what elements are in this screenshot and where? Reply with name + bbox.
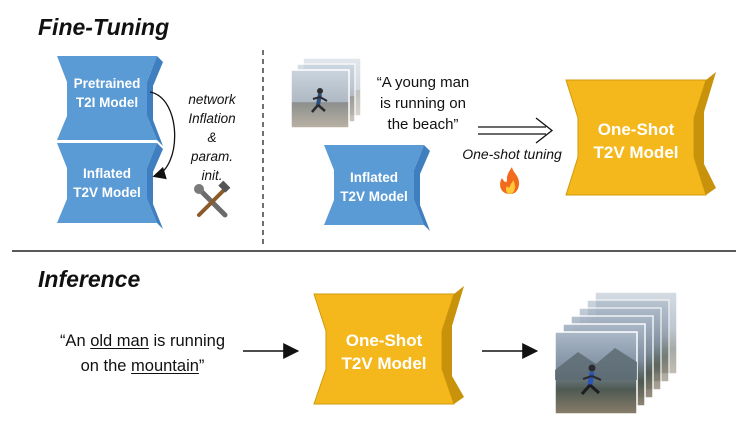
inflated-t2v-label-left: Inflated T2V Model [73,166,141,200]
pretrained-t2i-block [57,56,163,146]
beach-video-frames [290,57,362,129]
fire-icon [500,167,520,194]
inflated-t2v-label-mid: Inflated T2V Model [340,170,408,204]
inflation-arrow [149,91,176,180]
mountain-video-frames [554,291,678,415]
pretrained-t2i-label: Pretrained T2I Model [73,76,141,110]
mountain-prompt: “An old man is running on the mountain” [59,332,226,375]
underlined-subject: old man [90,332,149,350]
one-shot-label-top: One-Shot T2V Model [593,120,679,162]
inflated-t2v-block-left [57,143,163,229]
inference-title: Inference [38,266,141,292]
beach-runner [311,88,328,113]
inflation-note: network Inflation & param. init. [188,92,236,183]
mountain-runner [580,364,602,395]
tools-icon [194,180,231,218]
beach-prompt: “A young man is running on the beach” [376,74,470,133]
fine-tuning-title: Fine-Tuning [38,14,170,40]
one-shot-tuning-label: One-shot tuning [462,146,562,162]
inflated-t2v-block-mid [324,145,430,231]
one-shot-block-bottom [313,286,464,405]
tuning-arrow [478,117,554,144]
one-shot-label-bottom: One-Shot T2V Model [341,331,427,373]
one-shot-block-top [565,72,716,196]
underlined-location: mountain [131,357,199,375]
